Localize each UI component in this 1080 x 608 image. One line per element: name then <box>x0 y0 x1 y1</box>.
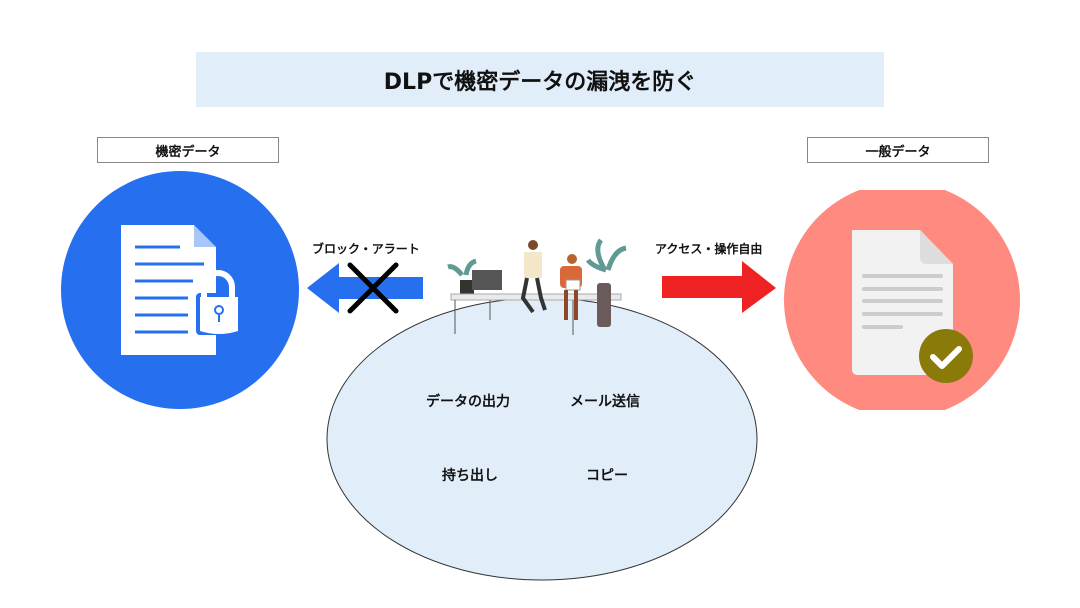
checked-document-icon <box>852 230 973 383</box>
block-arrow <box>307 263 423 313</box>
free-access-label: アクセス・操作自由 <box>655 242 763 256</box>
general-data-label: 一般データ <box>807 137 989 163</box>
blocked-x-icon <box>347 262 399 314</box>
action-email: メール送信 <box>570 394 640 410</box>
allow-arrow <box>662 261 776 313</box>
locked-document-icon <box>121 225 242 355</box>
action-copy: コピー <box>586 468 628 484</box>
action-data-output: データの出力 <box>426 394 510 410</box>
page-title: DLPで機密データの漏洩を防ぐ <box>196 52 884 107</box>
block-alert-label: ブロック・アラート <box>312 242 420 256</box>
office-illustration <box>447 238 627 335</box>
activity-ellipse <box>326 297 758 581</box>
action-takeout: 持ち出し <box>442 468 498 484</box>
confidential-data-label: 機密データ <box>97 137 279 163</box>
